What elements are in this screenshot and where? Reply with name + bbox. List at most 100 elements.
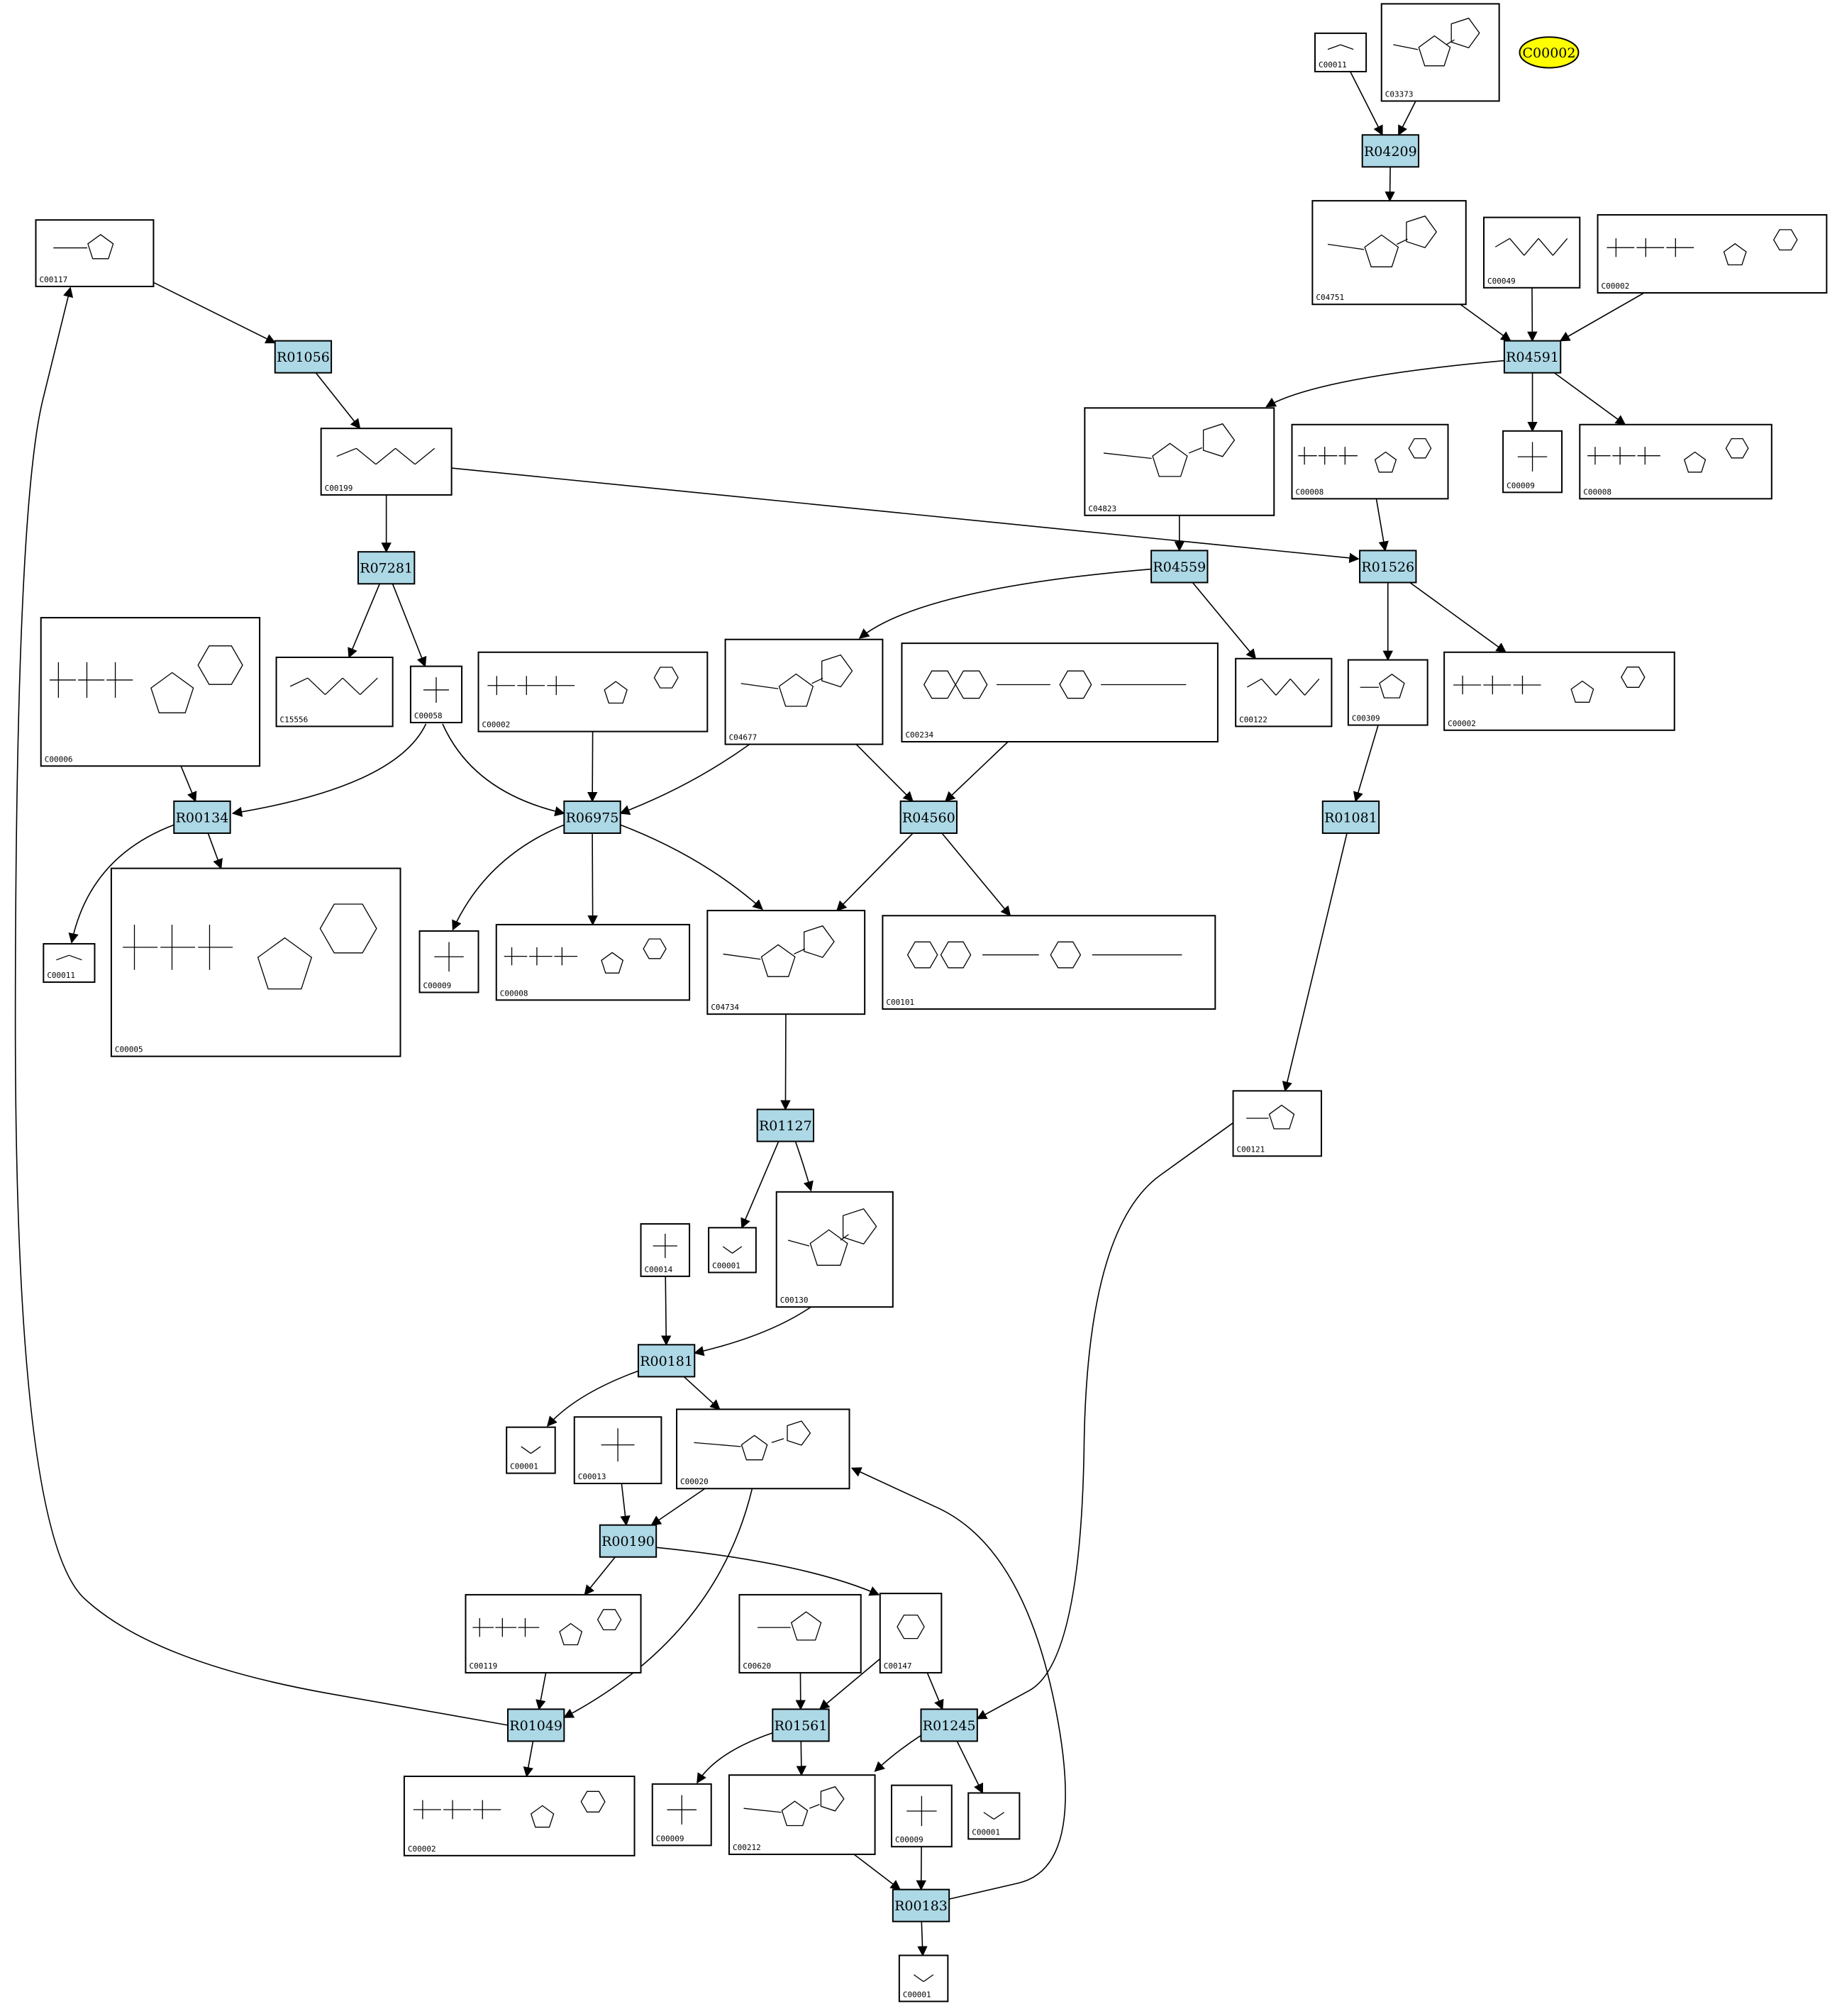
structure-ring <box>601 952 624 974</box>
compound-id-label: C00049 <box>1487 277 1516 286</box>
edge-R04209-to-C04751 <box>1385 167 1395 202</box>
edge-C00212-to-R00183 <box>853 1854 901 1890</box>
reaction-node-R00183[interactable]: R00183 <box>892 1888 950 1922</box>
compound-node-C04734[interactable]: C04734 <box>706 910 866 1015</box>
compound-node-C00009[interactable]: C00009 <box>651 1783 712 1847</box>
compound-id-label: C00006 <box>45 754 73 764</box>
compound-node-C00011[interactable]: C00011 <box>43 942 96 984</box>
compound-node-C00117[interactable]: C00117 <box>35 219 155 287</box>
compound-node-C00002[interactable]: C00002 <box>1443 651 1675 731</box>
reaction-node-R07281[interactable]: R07281 <box>357 551 416 585</box>
reaction-node-R01561[interactable]: R01561 <box>772 1708 830 1742</box>
compound-id-label: C00001 <box>903 1990 931 1999</box>
reaction-node-R01049[interactable]: R01049 <box>506 1708 565 1742</box>
compound-node-C00001[interactable]: C00001 <box>708 1227 757 1274</box>
highlight-node[interactable]: C00002 <box>1519 36 1580 69</box>
structure-ring <box>1050 941 1082 969</box>
reaction-node-R04560[interactable]: R04560 <box>899 800 958 834</box>
structure-bond <box>355 447 377 465</box>
compound-node-C00620[interactable]: C00620 <box>738 1593 862 1673</box>
compound-node-C00130[interactable]: C00130 <box>775 1191 894 1308</box>
compound-node-C04677[interactable]: C04677 <box>724 638 884 745</box>
compound-node-C00008[interactable]: C00008 <box>1291 423 1449 500</box>
structure-bond <box>993 1812 1005 1820</box>
compound-node-C00002[interactable]: C00002 <box>477 651 709 733</box>
structure-bond <box>414 447 435 465</box>
compound-node-C00147[interactable]: C00147 <box>879 1593 943 1673</box>
highlight-label: C00002 <box>1523 45 1576 61</box>
compound-node-C00009[interactable]: C00009 <box>891 1784 953 1848</box>
structure-ring <box>87 233 114 260</box>
compound-box <box>676 1408 850 1490</box>
compound-box <box>477 651 709 733</box>
compound-node-C00020[interactable]: C00020 <box>676 1408 850 1490</box>
compound-box <box>898 1954 949 2003</box>
structure-bond <box>722 1246 733 1254</box>
compound-node-C00008[interactable]: C00008 <box>495 923 691 1001</box>
structure-ring <box>150 672 194 713</box>
edge-C00002_top-to-R04591 <box>1559 292 1645 342</box>
nodes-layer: C00011C03373C04751C00049C00002C00117C001… <box>35 3 1828 2003</box>
compound-node-C00014[interactable]: C00014 <box>640 1223 691 1277</box>
compound-node-C00013[interactable]: C00013 <box>573 1416 662 1485</box>
compound-node-C00049[interactable]: C00049 <box>1483 216 1581 289</box>
compound-box <box>901 642 1219 743</box>
compound-node-C04751[interactable]: C04751 <box>1311 200 1467 306</box>
compound-node-C04823[interactable]: C04823 <box>1084 407 1275 516</box>
compound-node-C00001[interactable]: C00001 <box>506 1426 556 1474</box>
edge-C04751-to-R04591 <box>1460 303 1511 342</box>
compound-node-C00058[interactable]: C00058 <box>409 665 463 723</box>
reaction-node-R00181[interactable]: R00181 <box>637 1344 696 1378</box>
reaction-node-R04591[interactable]: R04591 <box>1503 340 1562 374</box>
compound-node-C00234[interactable]: C00234 <box>901 642 1219 743</box>
compound-node-C15556[interactable]: C15556 <box>275 656 394 728</box>
compound-id-label: C00009 <box>895 1835 923 1844</box>
compound-node-C00002[interactable]: C00002 <box>403 1776 636 1856</box>
compound-node-C03373[interactable]: C03373 <box>1380 3 1500 102</box>
reaction-node-R04559[interactable]: R04559 <box>1150 550 1209 584</box>
reaction-node-R01245[interactable]: R01245 <box>920 1708 978 1742</box>
edge-C04734-to-R01127 <box>780 1014 791 1110</box>
reaction-node-R01056[interactable]: R01056 <box>274 340 333 374</box>
structure-bond <box>1397 238 1408 245</box>
structure-bond <box>289 677 309 687</box>
compound-node-C00002[interactable]: C00002 <box>1597 213 1828 294</box>
compound-node-C00011[interactable]: C00011 <box>1314 32 1367 72</box>
compound-node-C00006[interactable]: C00006 <box>40 617 261 767</box>
compound-node-C00008[interactable]: C00008 <box>1579 423 1772 500</box>
structure-ring <box>1202 423 1236 457</box>
compound-node-C00199[interactable]: C00199 <box>320 428 453 496</box>
compound-box <box>1597 213 1828 294</box>
compound-node-C00119[interactable]: C00119 <box>465 1593 642 1673</box>
compound-node-C00001[interactable]: C00001 <box>898 1954 949 2003</box>
compound-box <box>465 1593 642 1673</box>
compound-id-label: C00002 <box>408 1844 436 1854</box>
compound-node-C00212[interactable]: C00212 <box>728 1774 876 1856</box>
structure-ring <box>559 1622 583 1646</box>
compound-node-C00001[interactable]: C00001 <box>967 1792 1021 1840</box>
reaction-node-R00190[interactable]: R00190 <box>599 1524 658 1558</box>
compound-id-label: C00121 <box>1237 1145 1265 1154</box>
compound-node-C00309[interactable]: C00309 <box>1347 659 1428 726</box>
compound-node-C00005[interactable]: C00005 <box>110 867 401 1057</box>
reaction-node-R06975[interactable]: R06975 <box>563 800 621 834</box>
reaction-node-R00134[interactable]: R00134 <box>173 800 231 834</box>
compound-node-C00101[interactable]: C00101 <box>882 915 1216 1010</box>
compound-node-C00122[interactable]: C00122 <box>1235 657 1333 728</box>
reaction-node-R04209[interactable]: R04209 <box>1361 134 1420 168</box>
structure-bond <box>787 1240 810 1247</box>
reaction-id-label: R04560 <box>902 810 955 825</box>
reaction-box <box>1359 550 1417 584</box>
edge-R01526-to-C00002_right <box>1409 581 1507 653</box>
reaction-node-R01127[interactable]: R01127 <box>756 1108 815 1142</box>
reaction-node-R01526[interactable]: R01526 <box>1359 550 1417 584</box>
compound-id-label: C04677 <box>729 733 758 742</box>
structure-bond <box>1509 238 1525 256</box>
reaction-node-R01081[interactable]: R01081 <box>1321 800 1380 834</box>
compound-id-label: C00008 <box>1583 487 1611 496</box>
edge-R01049-to-C00002_bottom <box>523 1741 534 1778</box>
compound-node-C00009[interactable]: C00009 <box>418 930 479 993</box>
compound-node-C00121[interactable]: C00121 <box>1232 1090 1322 1157</box>
compound-node-C00009[interactable]: C00009 <box>1502 430 1563 494</box>
edge-C00234-to-R04560 <box>944 741 1009 802</box>
